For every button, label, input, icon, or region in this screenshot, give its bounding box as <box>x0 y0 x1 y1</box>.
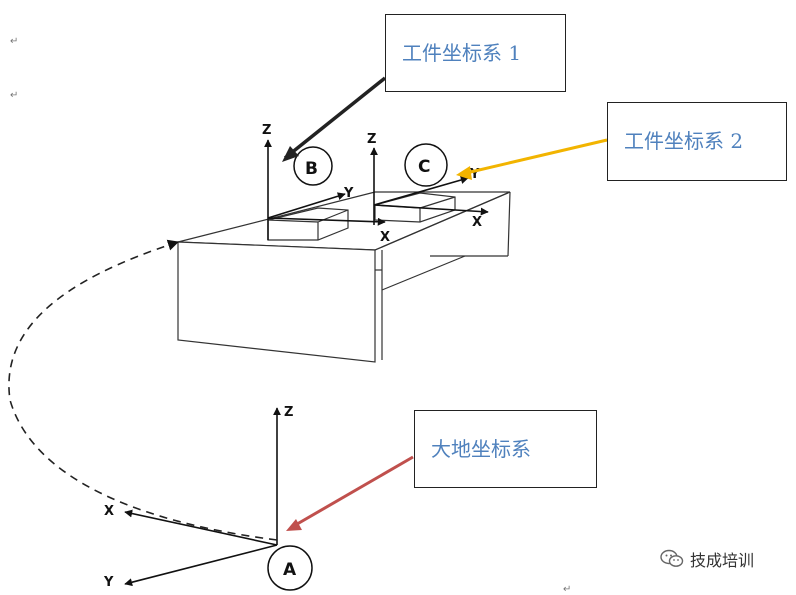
workpiece-table <box>177 191 511 363</box>
frame-c-y-axis <box>373 176 469 206</box>
paragraph-mark: ↵ <box>10 90 19 101</box>
frame-c-y-label: Y <box>469 167 480 182</box>
paragraph-mark: ↵ <box>563 584 572 595</box>
frame-a-y-label: Y <box>103 575 114 590</box>
frame-c-x-axis <box>373 204 489 216</box>
frame-a-z-label: Z <box>284 405 293 420</box>
frame-c <box>370 143 489 225</box>
frame-b-circle-label: B <box>305 159 318 179</box>
callout-arrow-ground <box>291 455 414 529</box>
frame-b-z-label: Z <box>262 123 271 138</box>
frame-c-x-label: X <box>472 215 482 230</box>
paragraph-mark: ↵ <box>10 36 19 47</box>
frame-b-x-axis <box>267 217 386 226</box>
callout-workpiece-2-text: 工件坐标系 2 <box>624 129 744 153</box>
callout-arrow-workpiece-2 <box>461 138 608 176</box>
frame-c-circle <box>404 143 448 187</box>
table-front <box>177 241 376 363</box>
frame-a-circle-label: A <box>283 560 297 580</box>
frame-a <box>124 407 313 591</box>
frame-a-x-label: X <box>104 504 114 519</box>
callout-arrow-workpiece-1 <box>283 76 387 160</box>
callout-workpiece-1: 工件坐标系 1 <box>385 14 566 92</box>
frame-c-circle-label: C <box>418 157 430 177</box>
frame-b-y-label: Y <box>343 186 354 201</box>
frame-b-y-axis <box>267 192 346 219</box>
frame-b-circle <box>293 146 333 186</box>
wechat-icon <box>660 549 684 567</box>
frame-a-y-axis <box>124 544 278 587</box>
frame-b <box>264 139 386 240</box>
watermark-text: 技成培训 <box>690 551 755 570</box>
watermark: 技成培训 <box>660 548 754 570</box>
callout-workpiece-2: 工件坐标系 2 <box>607 102 787 181</box>
callout-ground-text: 大地坐标系 <box>431 437 531 461</box>
frame-a-circle <box>267 545 313 591</box>
callout-arrow-head-workpiece-1 <box>282 146 299 162</box>
frame-a-x-axis <box>124 509 278 546</box>
callout-arrow-head-ground <box>286 519 302 531</box>
frame-c-z-label: Z <box>367 132 376 147</box>
callout-workpiece-1-text: 工件坐标系 1 <box>402 41 522 65</box>
callout-arrow-head-workpiece-2 <box>456 166 472 180</box>
frame-b-x-label: X <box>380 230 390 245</box>
callout-ground: 大地坐标系 <box>414 410 597 488</box>
